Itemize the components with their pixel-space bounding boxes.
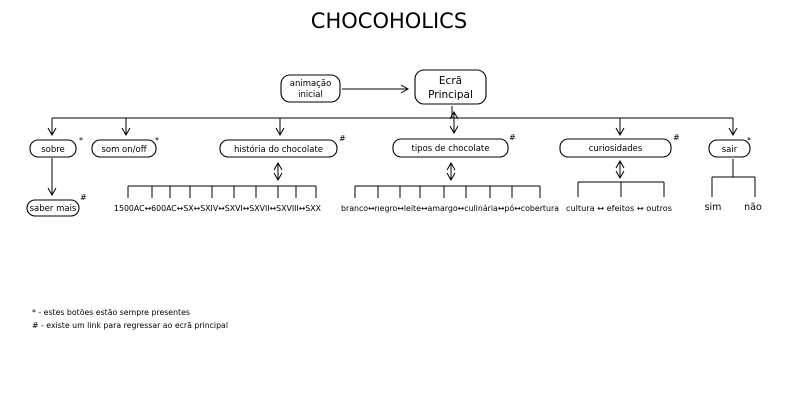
curiosidades-bracket [577,181,665,197]
node-saber-mark: # [80,193,87,202]
node-sair[interactable]: sair [708,139,751,158]
node-saber-label: saber mais [30,204,77,214]
tipos-bracket [354,185,541,198]
node-curiosidades[interactable]: curiosidades [559,138,672,158]
node-som-mark: * [155,136,159,145]
node-animacao-inicial[interactable]: animação inicial [280,74,341,103]
node-tipos-label: tipos de chocolate [411,144,489,154]
historia-leaf-row: 1500AC↔600AC↔SX↔SXIV↔SXVI↔SXVII↔SXVIII↔S… [114,203,321,213]
node-saber-mais[interactable]: saber mais [26,199,80,217]
tipos-leaf-row: branco↔negro↔leite↔amargo↔culinária↔pó↔c… [341,203,559,213]
node-ecra-line2: Principal [428,89,473,101]
diagram-edges [47,84,738,197]
node-ecra-line1: Ecrã [439,75,462,87]
node-tipos-mark: # [509,133,516,142]
node-historia-label: história do chocolate [234,144,323,155]
node-ecra-principal[interactable]: Ecrã Principal [414,69,487,105]
node-historia-do-chocolate[interactable]: história do chocolate [219,139,338,158]
leaf-brackets [127,176,756,198]
node-curiosidades-mark: # [673,133,680,142]
diagram-title: CHOCOHOLICS [311,9,467,33]
legend-note-asterisk: * - estes botões estão sempre presentes [32,308,190,317]
node-som-on-off[interactable]: som on/off [91,139,157,158]
historia-bracket [127,185,317,198]
curiosidades-leaf-row: cultura ↔ efeitos ↔ outros [566,203,672,213]
node-historia-mark: # [339,134,346,143]
node-som-label: som on/off [101,145,147,155]
node-sobre-mark: * [79,136,83,145]
sair-leaf-sim: sim [705,202,722,213]
node-animacao-line1: animação [290,79,332,89]
sair-leaf-nao: não [744,202,762,213]
node-sair-label: sair [722,145,738,155]
node-animacao-line2: inicial [298,90,323,100]
node-tipos-de-chocolate[interactable]: tipos de chocolate [392,138,509,158]
node-sobre-label: sobre [41,145,65,155]
node-curiosidades-label: curiosidades [589,144,643,154]
legend-note-hash: # - existe um link para regressar ao ecr… [32,321,228,330]
node-sair-mark: * [747,136,751,145]
node-sobre[interactable]: sobre [29,139,77,158]
sair-bracket [711,176,756,197]
